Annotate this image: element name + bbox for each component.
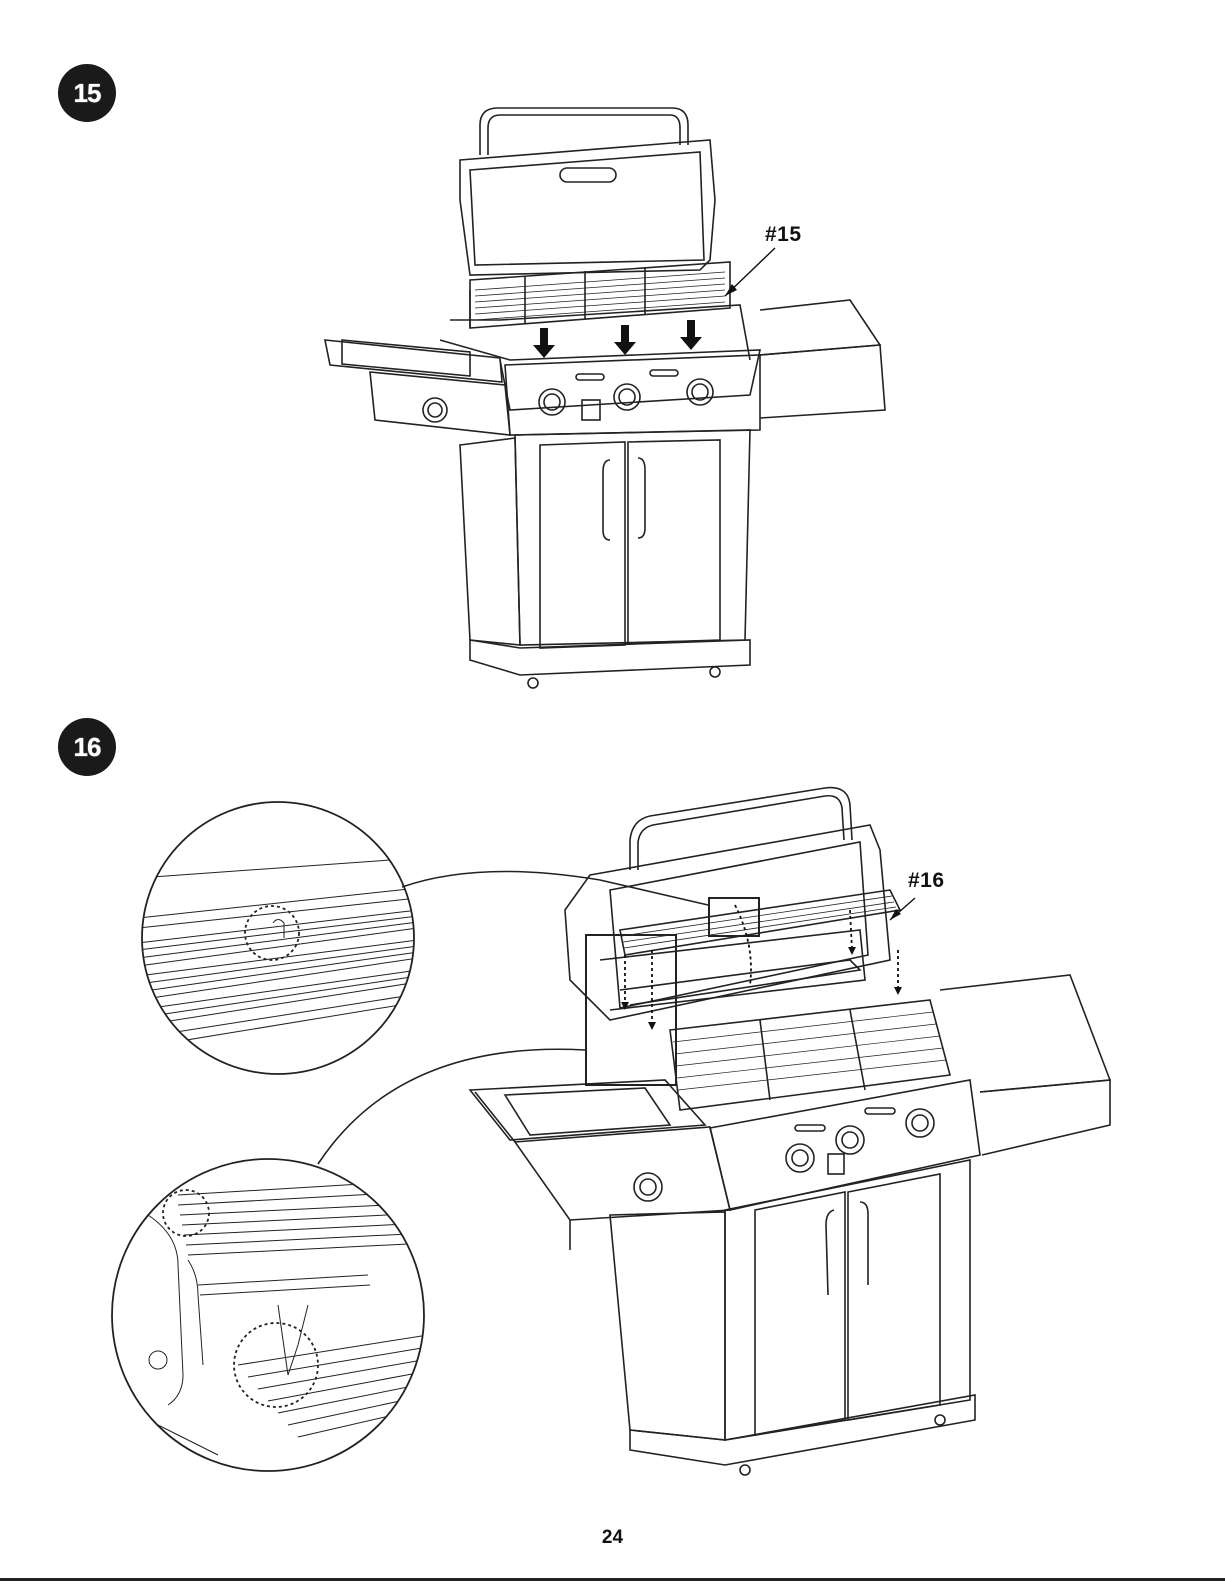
- footer-rule: [0, 1578, 1225, 1581]
- page-number: 24: [0, 1527, 1225, 1549]
- part-label-16: #16: [908, 869, 945, 893]
- step-16-grill-illustration: [470, 780, 1150, 1480]
